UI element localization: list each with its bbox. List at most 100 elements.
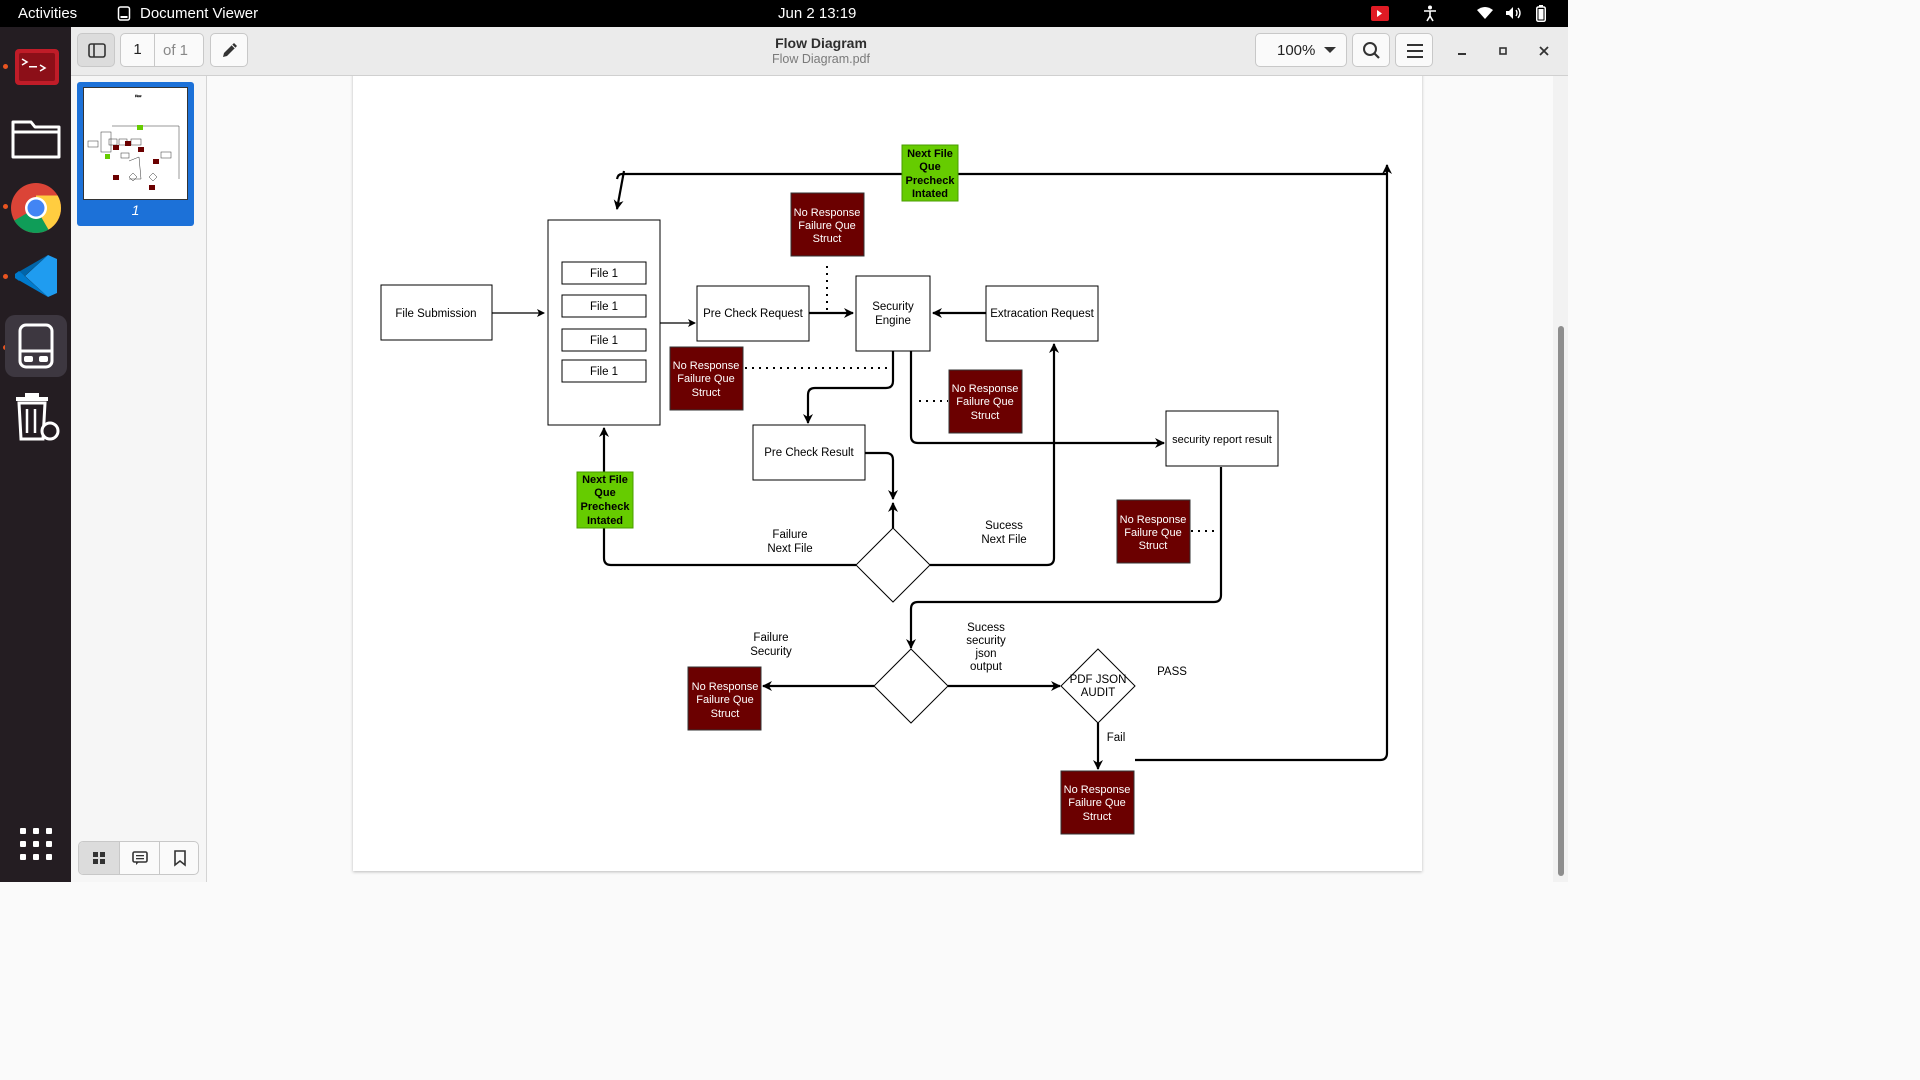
grid-icon bbox=[93, 852, 105, 864]
svg-text:Struct: Struct bbox=[813, 233, 842, 245]
annotations-tab[interactable] bbox=[119, 842, 160, 874]
accessibility-icon[interactable] bbox=[1422, 5, 1438, 26]
svg-text:Struct: Struct bbox=[711, 708, 740, 720]
dock-app-chrome[interactable] bbox=[5, 175, 67, 237]
security-engine-label: Engine bbox=[875, 315, 911, 327]
zoom-selector[interactable]: 100% bbox=[1255, 33, 1347, 67]
minimize-button[interactable] bbox=[1450, 39, 1474, 63]
document-view[interactable]: File Submission File 1 File 1 File 1 Fil… bbox=[207, 76, 1552, 882]
svg-text:No Response: No Response bbox=[1064, 784, 1131, 796]
dock-app-vscode[interactable] bbox=[5, 245, 67, 307]
report-to-decision-connector bbox=[906, 467, 1223, 649]
close-button[interactable] bbox=[1532, 39, 1556, 63]
thumbnails-tab[interactable] bbox=[79, 842, 119, 874]
page-count-label: of 1 bbox=[163, 41, 189, 59]
svg-text:Struct: Struct bbox=[692, 387, 721, 399]
dock-app-document-viewer[interactable] bbox=[5, 315, 67, 377]
screen-record-icon[interactable] bbox=[1371, 6, 1389, 25]
success-next-file-label: Sucess bbox=[985, 520, 1023, 532]
svg-text:Failure Que: Failure Que bbox=[1068, 797, 1125, 809]
failure-box-audit: No Response Failure Que Struct bbox=[1060, 770, 1135, 835]
svg-text:No Response: No Response bbox=[1120, 514, 1187, 526]
failure-box-left: No Response Failure Que Struct bbox=[669, 346, 744, 411]
annotate-button[interactable] bbox=[210, 33, 248, 67]
extraction-request-label: Extracation Request bbox=[990, 308, 1094, 320]
vertical-scrollbar[interactable] bbox=[1553, 76, 1568, 882]
page-number-input[interactable]: 1 bbox=[121, 34, 155, 66]
search-button[interactable] bbox=[1352, 33, 1390, 67]
next-file-que-box-top: Next File Que Precheck Intated bbox=[901, 144, 959, 202]
pre-check-request-box bbox=[696, 285, 810, 342]
success-security-json-label: Sucess bbox=[967, 622, 1005, 634]
dock-app-terminal[interactable] bbox=[5, 35, 67, 97]
success-next-file-connector bbox=[930, 343, 1059, 567]
security-report-result-label: security report result bbox=[1172, 434, 1272, 446]
failure-next-file-label: Next File bbox=[767, 543, 812, 555]
running-indicator bbox=[3, 274, 8, 279]
chevron-down-icon bbox=[1324, 47, 1337, 53]
file-item-box bbox=[561, 261, 647, 285]
volume-icon[interactable] bbox=[1505, 6, 1523, 24]
failure-box-report: No Response Failure Que Struct bbox=[1116, 499, 1191, 564]
failure-security-label: Security bbox=[750, 646, 792, 658]
activities-button[interactable]: Activities bbox=[18, 5, 78, 22]
bookmarks-tab[interactable] bbox=[159, 842, 200, 874]
dock-trash[interactable] bbox=[5, 385, 67, 447]
failure-security-label: Failure bbox=[753, 632, 788, 644]
sidebar-icon bbox=[88, 43, 106, 58]
fail-label: Fail bbox=[1107, 732, 1126, 744]
search-icon bbox=[1363, 42, 1380, 59]
page-thumbnail[interactable]: Flow 1 bbox=[77, 82, 194, 226]
security-engine-label: Security bbox=[872, 301, 914, 313]
page-selector[interactable]: 1 of 1 bbox=[120, 33, 204, 67]
pre-check-result-box bbox=[752, 424, 866, 481]
main-menu-button[interactable] bbox=[1395, 33, 1433, 67]
maximize-button[interactable] bbox=[1491, 39, 1515, 63]
security-engine-box bbox=[855, 275, 931, 352]
decision-diamond-security bbox=[873, 648, 949, 724]
clock[interactable]: Jun 2 13:19 bbox=[778, 5, 857, 22]
vscode-icon bbox=[15, 255, 57, 297]
pdf-page: File Submission File 1 File 1 File 1 Fil… bbox=[353, 76, 1422, 871]
pre-check-result-label: Pre Check Result bbox=[764, 447, 854, 459]
file-item-box bbox=[561, 328, 647, 352]
failure-next-file-label: Failure bbox=[772, 529, 807, 541]
app-grid-icon bbox=[20, 828, 52, 860]
success-security-json-label: json bbox=[974, 648, 996, 660]
thumbnail-sidebar: Flow 1 bbox=[71, 76, 207, 882]
chrome-icon bbox=[11, 183, 61, 233]
decision-diamond-audit bbox=[1060, 648, 1136, 724]
svg-text:Flow: Flow bbox=[135, 94, 142, 98]
running-indicator bbox=[3, 204, 8, 209]
scrollbar-thumb[interactable] bbox=[1558, 326, 1564, 876]
thumbnail-page-label: 1 bbox=[131, 202, 140, 218]
extraction-request-box bbox=[985, 285, 1099, 342]
show-apps-button[interactable] bbox=[5, 815, 67, 877]
success-security-json-label: security bbox=[966, 635, 1006, 647]
comment-icon bbox=[132, 851, 148, 865]
flow-diagram: File Submission File 1 File 1 File 1 Fil… bbox=[380, 144, 1392, 835]
page-thumbnail-image: Flow bbox=[83, 87, 188, 200]
svg-text:Intated: Intated bbox=[587, 515, 623, 527]
success-next-file-label: Next File bbox=[981, 534, 1026, 546]
svg-text:Failure Que: Failure Que bbox=[696, 694, 753, 706]
dock-app-files[interactable] bbox=[5, 105, 67, 167]
window-title: Flow Diagram bbox=[775, 35, 867, 51]
document-viewer-app-icon bbox=[117, 6, 131, 25]
result-to-decision-connector bbox=[865, 451, 898, 500]
svg-text:No Response: No Response bbox=[952, 383, 1019, 395]
file-item-box bbox=[561, 294, 647, 318]
svg-text:Struct: Struct bbox=[1139, 540, 1168, 552]
file-item-label: File 1 bbox=[590, 335, 618, 347]
sidebar-toggle-button[interactable] bbox=[77, 33, 115, 67]
window-subtitle: Flow Diagram.pdf bbox=[772, 52, 870, 66]
engine-to-report-connector bbox=[909, 351, 1165, 448]
top-return-arrow bbox=[613, 170, 626, 210]
battery-icon[interactable] bbox=[1536, 5, 1546, 26]
file-item-label: File 1 bbox=[590, 268, 618, 280]
file-submission-box bbox=[380, 284, 493, 341]
wifi-icon[interactable] bbox=[1476, 6, 1494, 24]
security-report-result-box bbox=[1165, 410, 1279, 467]
file-group-box bbox=[547, 219, 661, 426]
app-menu-label[interactable]: Document Viewer bbox=[140, 5, 259, 22]
